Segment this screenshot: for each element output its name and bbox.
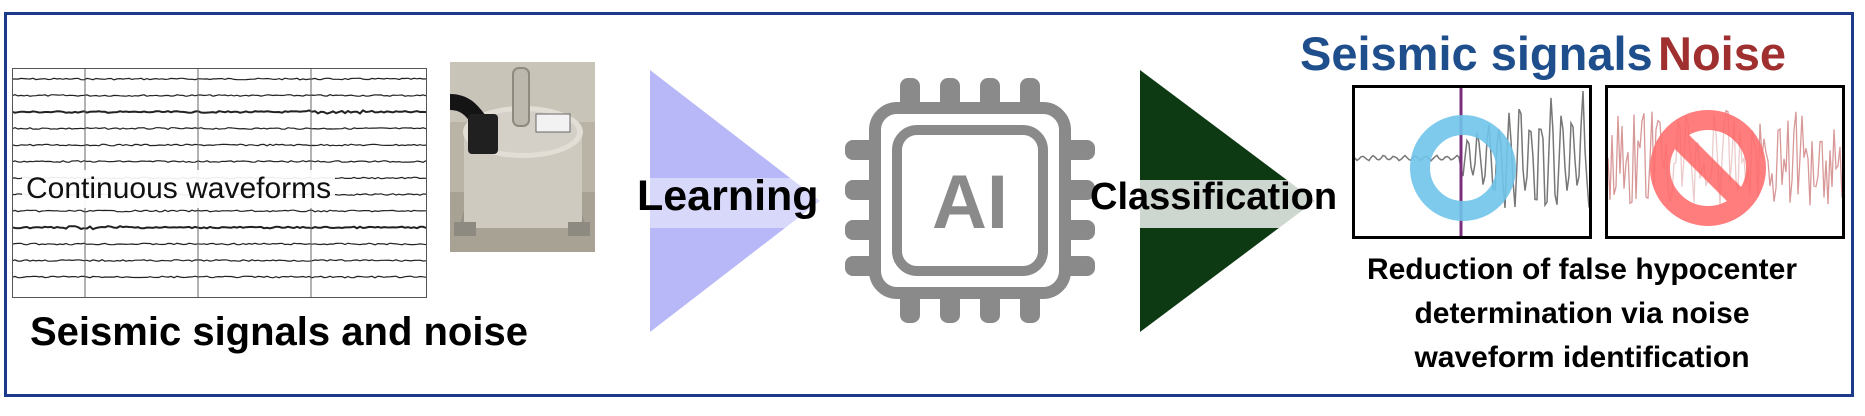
ai-label: AI (932, 160, 1008, 245)
learning-label: Learning (637, 172, 819, 220)
result-line-3: waveform identification (1414, 341, 1750, 374)
result-description: Reduction of false hypocenter determinat… (1312, 248, 1852, 380)
classification-label: Classification (1090, 176, 1338, 218)
circle-accept-icon (1410, 115, 1516, 221)
noise-box (1605, 85, 1845, 239)
classification-arrow (1140, 70, 1315, 332)
seismic-signals-title: Seismic signals (1300, 27, 1653, 80)
waveform-label: Continuous waveforms (22, 170, 336, 208)
noise-waveform (1608, 109, 1842, 226)
result-line-1: Reduction of false hypocenter (1366, 253, 1798, 286)
input-caption: Seismic signals and noise (30, 310, 528, 354)
seismometer-photo (450, 62, 595, 252)
result-line-2: determination via noise (1414, 297, 1750, 330)
seismic-waveform (1355, 88, 1589, 236)
seismic-signal-box (1352, 85, 1592, 239)
noise-title: Noise (1658, 27, 1786, 80)
learning-arrow (650, 70, 820, 332)
waveform-traces (12, 69, 427, 297)
prohibited-icon (1650, 110, 1766, 226)
ai-chip-icon: AI (845, 78, 1095, 323)
